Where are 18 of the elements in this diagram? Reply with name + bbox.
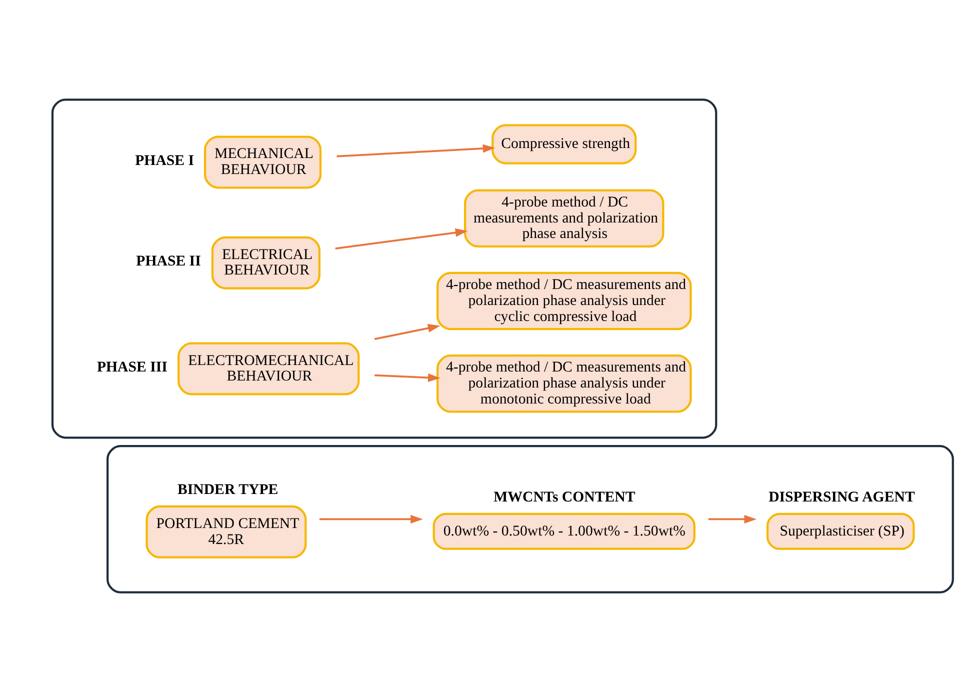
node-box: 4-probe method / DC measurements and polarization phase analysis under monotonic compressive load — [436, 354, 692, 412]
node-box: 4-probe method / DC measurements and polarization phase analysis under cyclic compressive load — [436, 271, 692, 330]
node-label: PHASE I — [135, 152, 194, 169]
arrow — [708, 514, 757, 523]
cluster — [51, 98, 718, 438]
cluster — [106, 444, 954, 593]
node-label: BINDER TYPE — [177, 481, 278, 498]
arrow — [336, 144, 496, 157]
node-label: DISPERSING AGENT — [768, 488, 915, 505]
node-box: 4-probe method / DC measurements and polarization phase analysis — [464, 188, 664, 247]
arrow — [319, 514, 423, 523]
node-label: MWCNTs CONTENT — [494, 488, 636, 505]
arrow — [335, 228, 468, 249]
arrow — [374, 323, 440, 340]
node-label: PHASE II — [136, 253, 201, 270]
node-box: Compressive strength — [492, 124, 637, 164]
arrow — [374, 372, 440, 382]
node-label: PHASE III — [96, 359, 168, 376]
